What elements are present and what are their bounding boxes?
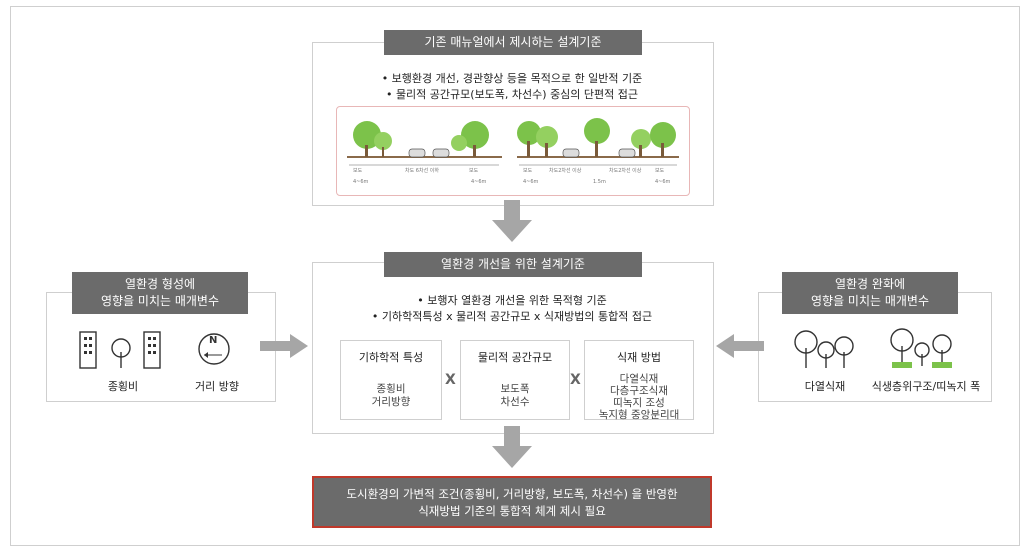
multi-row-trees-icon bbox=[794, 330, 854, 368]
panel-line: 보도폭 bbox=[500, 383, 530, 395]
section-label: 보도 bbox=[655, 168, 665, 174]
mitigation-params-title: 열환경 완화에 영향을 미치는 매개변수 bbox=[782, 272, 958, 314]
planting-panel: 식재 방법 다열식재 다층구조식재 띠녹지 조성 녹지형 중앙분리대 bbox=[584, 340, 694, 421]
existing-criteria-title: 기존 매뉴얼에서 제시하는 설계기준 bbox=[384, 30, 642, 55]
panel-line: 띠녹지 조성 bbox=[613, 397, 665, 409]
conclusion-line-1: 도시환경의 가변적 조건(종횡비, 거리방향, 보도폭, 차선수) 을 반영한 bbox=[346, 487, 678, 501]
compass-ring bbox=[198, 333, 230, 365]
geometry-panel-title: 기하학적 특성 bbox=[358, 351, 424, 364]
section-dim: 4~6m bbox=[655, 179, 671, 185]
section-dim: 4~6m bbox=[471, 179, 487, 185]
space-panel-title: 물리적 공간규모 bbox=[477, 351, 553, 364]
street-section-illustration: 보도 차도 6차선 이하 보도 보도 차도2차선 이상 차도2차선 이상 보도 … bbox=[336, 106, 690, 196]
multiply-mark: X bbox=[445, 372, 456, 388]
thermal-bullet-2: • 기하학적특성 x 물리적 공간규모 x 식재방법의 통합적 접근 bbox=[371, 310, 653, 323]
section-label: 차도 6차선 이하 bbox=[405, 168, 439, 174]
existing-bullet-1: • 보행환경 개선, 경관향상 등을 목적으로 한 일반적 기준 bbox=[381, 72, 643, 85]
thermal-bullet-1: • 보행자 열환경 개선을 위한 목적형 기준 bbox=[417, 294, 607, 307]
title-line: 영향을 미치는 매개변수 bbox=[100, 294, 220, 308]
planting-panel-body: 다열식재 다층구조식재 띠녹지 조성 녹지형 중앙분리대 bbox=[585, 373, 693, 421]
title-line: 열환경 형성에 bbox=[124, 277, 196, 291]
existing-bullet-2: • 물리적 공간규모(보도폭, 차선수) 중심의 단편적 접근 bbox=[385, 88, 639, 101]
thermal-criteria-title: 열환경 개선을 위한 설계기준 bbox=[384, 252, 642, 277]
planting-panel-title: 식재 방법 bbox=[617, 351, 661, 364]
space-panel: 물리적 공간규모 보도폭 차선수 bbox=[460, 340, 570, 420]
street-orientation-label: 거리 방향 bbox=[195, 380, 239, 393]
multi-row-planting-label: 다열식재 bbox=[804, 380, 846, 393]
space-panel-body: 보도폭 차선수 bbox=[461, 383, 569, 409]
panel-line: 차선수 bbox=[500, 396, 530, 408]
panel-line: 거리방향 bbox=[371, 396, 411, 408]
arrow-right-icon bbox=[260, 334, 308, 358]
title-line: 영향을 미치는 매개변수 bbox=[810, 294, 930, 308]
arrow-down-icon bbox=[492, 426, 532, 468]
compass-icon: N bbox=[196, 331, 232, 367]
panel-line: 종횡비 bbox=[376, 383, 406, 395]
section-label: 보도 bbox=[523, 168, 533, 174]
arrow-down-icon bbox=[492, 200, 532, 242]
vegetation-structure-label: 식생층위구조/띠녹지 폭 bbox=[871, 380, 981, 393]
section-label: 차도2차선 이상 bbox=[549, 168, 582, 174]
compass-letter: N bbox=[209, 335, 218, 346]
section-label: 보도 bbox=[469, 168, 479, 174]
panel-line: 다층구조식재 bbox=[610, 385, 668, 397]
geometry-panel-body: 종횡비 거리방향 bbox=[341, 383, 441, 409]
panel-line: 녹지형 중앙분리대 bbox=[598, 409, 680, 421]
aspect-ratio-label: 종횡비 bbox=[107, 380, 139, 393]
street-section-svg bbox=[347, 118, 679, 166]
section-dim: 4~6m bbox=[523, 179, 539, 185]
layered-vegetation-icon bbox=[890, 328, 952, 368]
geometry-panel: 기하학적 특성 종횡비 거리방향 bbox=[340, 340, 442, 420]
title-line: 열환경 완화에 bbox=[834, 277, 906, 291]
building-tree-icon bbox=[79, 331, 161, 369]
section-label: 차도2차선 이상 bbox=[609, 168, 642, 174]
panel-line: 다열식재 bbox=[619, 373, 659, 385]
section-dim: 1.5m bbox=[593, 179, 606, 185]
figure-frame bbox=[10, 6, 1020, 546]
section-label: 보도 bbox=[353, 168, 363, 174]
section-dim: 4~6m bbox=[353, 179, 369, 185]
conclusion-box: 도시환경의 가변적 조건(종횡비, 거리방향, 보도폭, 차선수) 을 반영한 … bbox=[312, 476, 712, 528]
formation-params-title: 열환경 형성에 영향을 미치는 매개변수 bbox=[72, 272, 248, 314]
conclusion-line-2: 식재방법 기준의 통합적 체계 제시 필요 bbox=[418, 504, 606, 518]
arrow-left-icon bbox=[716, 334, 764, 358]
multiply-mark: X bbox=[570, 372, 581, 388]
